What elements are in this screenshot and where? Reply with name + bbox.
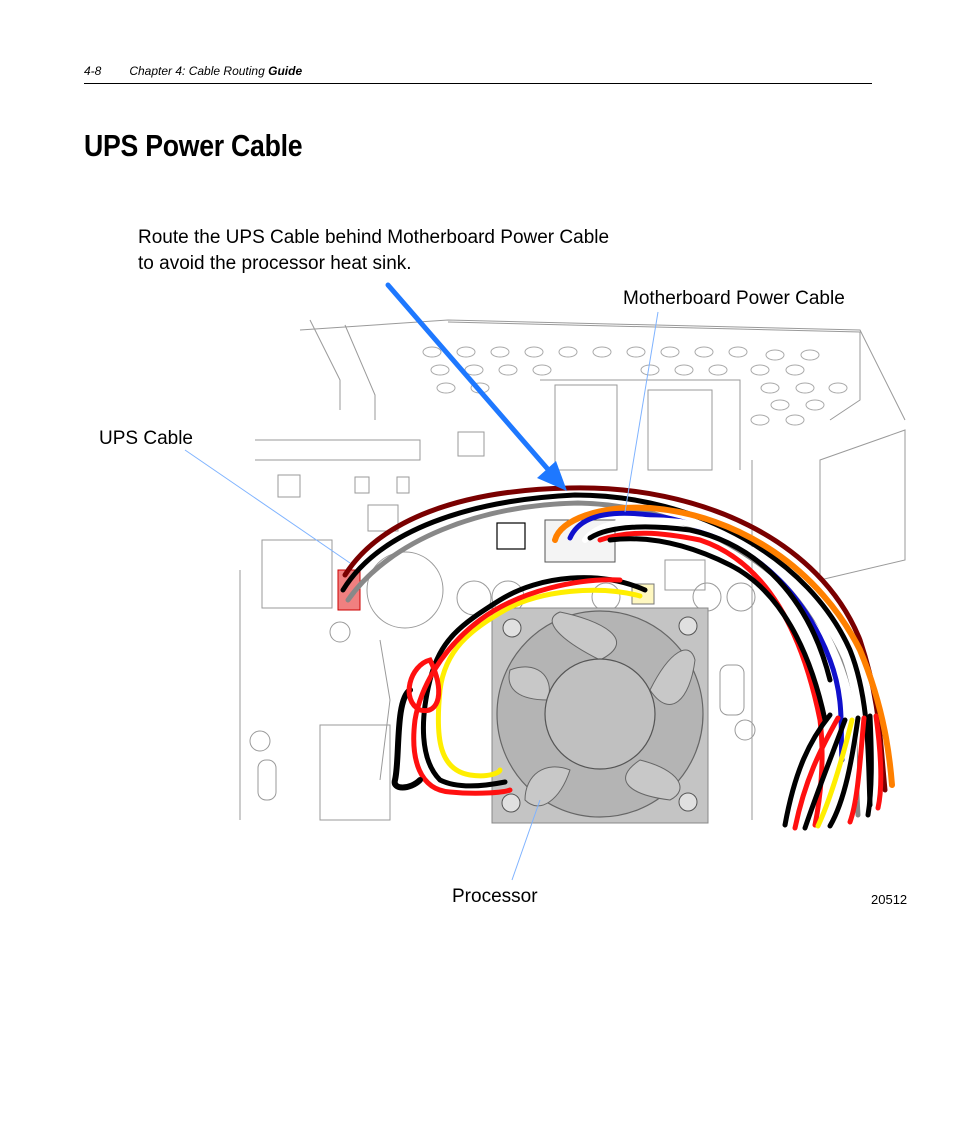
callout-line-2: to avoid the processor heat sink. — [138, 253, 412, 274]
running-header: 4-8 Chapter 4: Cable Routing Guide — [84, 64, 302, 78]
routing-arrow-shaft — [385, 282, 555, 477]
chapter-title: Chapter 4: Cable Routing — [129, 64, 265, 78]
routing-arrow-head — [537, 461, 567, 491]
callout-line-1: Route the UPS Cable behind Motherboard P… — [138, 227, 610, 248]
section-title: UPS Power Cable — [84, 128, 303, 163]
figure-number: 20512 — [871, 892, 908, 907]
label-motherboard-power-cable: Motherboard Power Cable — [623, 288, 845, 309]
label-ups-cable: UPS Cable — [99, 428, 193, 449]
header-rule — [84, 83, 872, 84]
page-number: 4-8 — [84, 64, 102, 78]
label-processor: Processor — [452, 886, 538, 907]
guide-label: Guide — [268, 64, 303, 78]
